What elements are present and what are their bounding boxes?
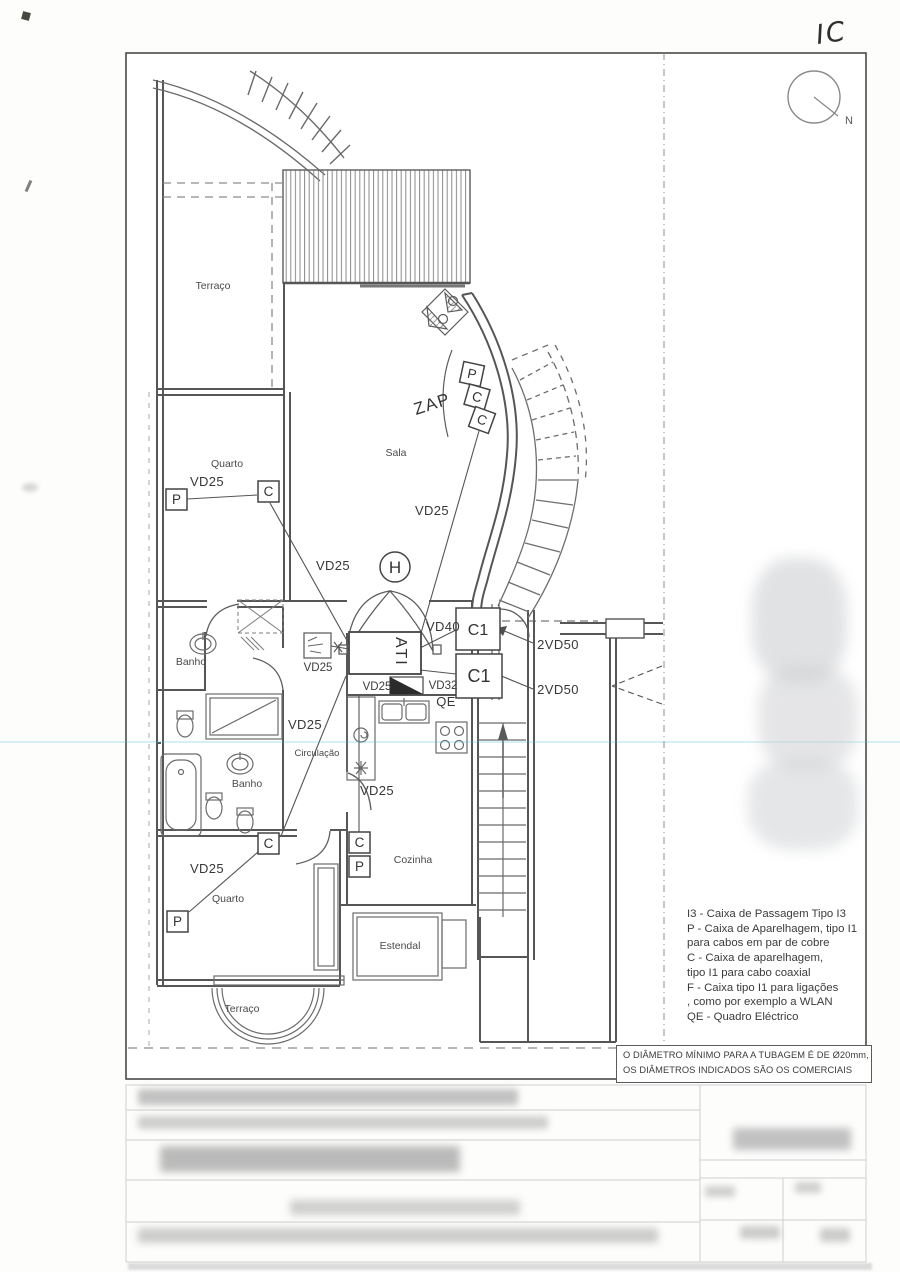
room-labels: Terraço Quarto Sala Banho Circulação Ban… [176, 280, 433, 1015]
north-arrow-icon: N [787, 70, 853, 127]
h-marker: H [379, 551, 411, 583]
title-block-grid [125, 1084, 867, 1263]
room-banho-bottom: Banho [232, 778, 263, 790]
redacted-titleblock-text [138, 1116, 548, 1129]
redacted-titleblock-text [290, 1200, 520, 1215]
curved-stair-right [497, 344, 588, 619]
walls-group [156, 80, 663, 1043]
box-c-label: C [264, 836, 274, 851]
redacted-titleblock-text [795, 1182, 821, 1193]
vd25-label: VD25 [190, 861, 224, 876]
vd25-label: VD25 [316, 558, 350, 573]
legend: I3 - Caixa de Passagem Tipo I3 P - Caixa… [687, 907, 867, 1025]
vd25-label: VD25 [415, 503, 449, 518]
vd25-label: VD25 [360, 783, 394, 798]
conduit-labels: VD25 VD25 VD25 VD25 VD25 VD25 VD25 VD25 … [190, 474, 579, 876]
legend-line: tipo I1 para cabo coaxial [687, 966, 811, 979]
room-cozinha: Cozinha [394, 854, 433, 866]
diameter-note: O DIÂMETRO MÍNIMO PARA A TUBAGEM É DE Ø2… [616, 1045, 872, 1083]
ati-label: ATI [392, 637, 409, 667]
entrance-detail [421, 288, 469, 336]
box-c-label: C [355, 835, 365, 850]
box-ati: ATI [348, 631, 422, 675]
redacted-titleblock-text [138, 1089, 518, 1105]
box-p-quarto-bottom: P [166, 910, 189, 933]
vd50-label: 2VD50 [537, 682, 579, 697]
qe-label: QE [436, 694, 456, 709]
box-c1-label: C1 [467, 666, 490, 686]
redacted-titleblock-text [138, 1228, 658, 1243]
redacted-titleblock-text [733, 1128, 851, 1150]
room-quarto-top: Quarto [211, 458, 243, 470]
vd25-label: VD25 [363, 681, 392, 693]
box-c1-label: C1 [468, 622, 489, 639]
box-p-label: P [173, 914, 182, 929]
box-p-label: P [172, 492, 181, 507]
pergola-band [282, 169, 471, 288]
redacted-titleblock-text [160, 1146, 460, 1172]
legend-line: , como por exemplo a WLAN [687, 996, 833, 1009]
redacted-titleblock-text [740, 1226, 780, 1239]
vd50-label: 2VD50 [537, 637, 579, 652]
legend-line: I3 - Caixa de Passagem Tipo I3 [687, 908, 846, 920]
box-c-label: C [264, 484, 274, 499]
telecom-boxes: P C C P C P P C [165, 349, 503, 933]
box-c-quarto-top: C [257, 480, 280, 503]
vestibule-hatch [237, 599, 284, 651]
sheet-frame [125, 52, 867, 1080]
qe-symbol [389, 676, 424, 695]
legend-line: para cabos em par de cobre [687, 937, 830, 950]
box-c-quarto-bottom: C [257, 832, 280, 855]
box-p-zap: P [458, 360, 486, 388]
straight-stair [478, 722, 526, 917]
vd32-label: VD32 [429, 680, 458, 692]
doors-group [205, 590, 530, 865]
room-quarto-bottom: Quarto [212, 893, 244, 905]
box-c1-lower: C1 [455, 653, 503, 699]
room-banho-top: Banho [176, 656, 207, 668]
redacted-handwriting [752, 558, 847, 683]
scanner-artifact-line [0, 741, 900, 743]
vd25-label: VD25 [304, 662, 333, 674]
scan-edge-strip [128, 1263, 872, 1270]
handwritten-mark: IC [813, 16, 849, 51]
junction-box [303, 632, 332, 659]
room-terraco-top: Terraço [195, 280, 230, 292]
vd25-label: VD25 [190, 474, 224, 489]
box-p-label: P [466, 366, 478, 383]
h-label: H [389, 558, 401, 577]
room-terraco-bottom: Terraço [224, 1003, 259, 1015]
room-sala: Sala [385, 447, 406, 459]
box-p-label: P [355, 859, 364, 874]
redacted-titleblock-text [820, 1228, 850, 1242]
vd40-label: VD40 [426, 619, 460, 634]
vd25-label: VD25 [288, 717, 322, 732]
legend-line: QE - Quadro Eléctrico [687, 1010, 799, 1023]
box-c-cozinha: C [348, 831, 371, 854]
room-circulacao: Circulação [295, 748, 340, 759]
legend-line: F - Caixa tipo I1 para ligações [687, 981, 839, 994]
box-p-quarto-top: P [165, 488, 188, 511]
box-c-label: C [470, 388, 484, 405]
redacted-handwriting [748, 758, 858, 850]
diameter-note-line2: OS DIÂMETROS INDICADOS SÃO OS COMERCIAIS [623, 1065, 853, 1075]
curved-stair-top-left [152, 70, 351, 182]
legend-line: C - Caixa de aparelhagem, [687, 952, 824, 965]
box-p-cozinha: P [348, 855, 371, 878]
legend-line: P - Caixa de Aparelhagem, tipo I1 [687, 922, 858, 935]
redacted-handwriting [758, 665, 858, 770]
box-c-zap-2: C [467, 405, 497, 435]
fixtures-group [160, 632, 468, 1045]
scan-speck [22, 483, 38, 492]
redacted-titleblock-text [705, 1186, 735, 1197]
north-label: N [845, 115, 853, 127]
box-c-zap-1: C [463, 383, 491, 411]
room-estendal: Estendal [380, 940, 421, 952]
box-c1-upper: C1 [455, 607, 501, 651]
diameter-note-line1: O DIÂMETRO MÍNIMO PARA A TUBAGEM É DE Ø2… [623, 1050, 869, 1060]
